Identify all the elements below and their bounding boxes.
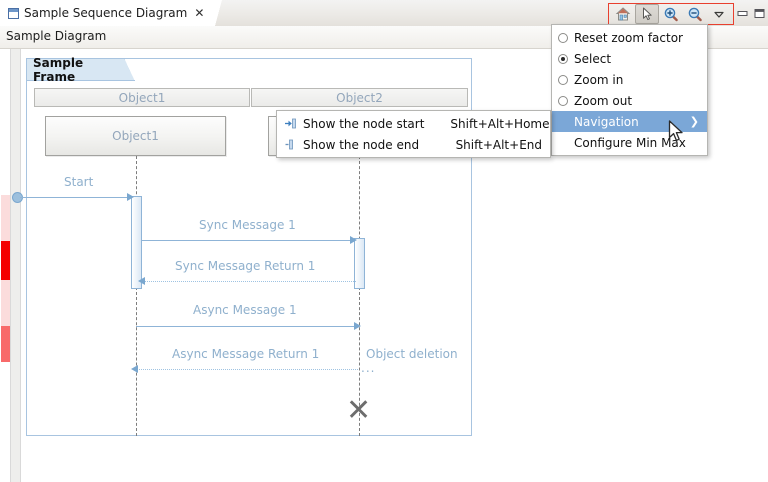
annotation-object-deletion: Object deletion bbox=[366, 347, 458, 361]
lifeline-label: Object1 bbox=[112, 129, 159, 143]
message-line-start[interactable] bbox=[20, 197, 132, 198]
menu-item-configure-min-max[interactable]: Configure Min Max bbox=[552, 132, 707, 153]
annotation-ellipsis: ... bbox=[361, 361, 376, 375]
minimize-button[interactable] bbox=[734, 3, 751, 23]
lifeline-dash-object2 bbox=[359, 156, 360, 436]
node-end-icon bbox=[283, 138, 297, 151]
select-cursor-icon[interactable] bbox=[635, 3, 659, 24]
editor-tab-strip: Sample Sequence Diagram ✕ bbox=[0, 0, 768, 27]
message-label-start: Start bbox=[64, 175, 94, 189]
menu-item-label: Select bbox=[574, 51, 612, 66]
home-icon[interactable] bbox=[611, 4, 635, 24]
error-marker[interactable] bbox=[1, 241, 10, 280]
activation-bar-object1[interactable] bbox=[131, 196, 142, 289]
ruler-gutter bbox=[11, 49, 20, 482]
menu-item-show-node-start[interactable]: Show the node start Shift+Alt+Home bbox=[277, 113, 550, 134]
menu-item-accelerator: Shift+Alt+Home bbox=[450, 116, 550, 131]
menu-item-reset-zoom-factor[interactable]: Reset zoom factor bbox=[552, 27, 707, 48]
message-arrowhead-sync-return-1 bbox=[138, 277, 145, 285]
editor-tab-sample-sequence-diagram[interactable]: Sample Sequence Diagram ✕ bbox=[0, 0, 225, 26]
zoom-in-icon[interactable] bbox=[659, 4, 683, 24]
diagram-file-icon bbox=[8, 7, 19, 19]
breadcrumb: Sample Diagram bbox=[6, 29, 107, 43]
menu-item-label: Navigation bbox=[574, 114, 639, 129]
column-header-object2[interactable]: Object2 bbox=[251, 88, 468, 107]
menu-item-label: Zoom out bbox=[574, 93, 633, 108]
menu-item-label: Configure Min Max bbox=[574, 135, 686, 150]
lifeline-head-object1[interactable]: Object1 bbox=[45, 116, 226, 156]
message-label-async-return-1: Async Message Return 1 bbox=[172, 347, 320, 361]
menu-item-accelerator: Shift+Alt+End bbox=[455, 137, 542, 152]
view-dropdown-menu[interactable]: Reset zoom factor Select Zoom in Zoom ou… bbox=[551, 24, 708, 156]
message-line-async-return-1[interactable] bbox=[136, 369, 358, 370]
editor-tab-label: Sample Sequence Diagram bbox=[24, 6, 188, 20]
radio-icon bbox=[558, 32, 568, 43]
column-header-object1[interactable]: Object1 bbox=[34, 88, 250, 107]
menu-item-label: Zoom in bbox=[574, 72, 624, 87]
menu-item-label: Reset zoom factor bbox=[574, 30, 683, 45]
ruler-edge-divider bbox=[20, 49, 21, 482]
zoom-toolbar-group-highlight bbox=[608, 2, 734, 25]
radio-icon bbox=[558, 95, 568, 106]
chevron-right-icon: ❯ bbox=[689, 115, 699, 128]
message-label-sync-return-1: Sync Message Return 1 bbox=[175, 259, 316, 273]
lifeline-dash-object1 bbox=[136, 156, 137, 436]
frame-label: Sample Frame bbox=[33, 55, 84, 84]
menu-item-show-node-end[interactable]: Show the node end Shift+Alt+End bbox=[277, 134, 550, 155]
column-header-label: Object1 bbox=[118, 90, 166, 105]
close-icon[interactable]: ✕ bbox=[194, 6, 205, 20]
zoom-out-icon[interactable] bbox=[683, 4, 707, 24]
view-menu-chevron-icon[interactable] bbox=[707, 4, 731, 24]
radio-icon bbox=[558, 74, 568, 85]
marker-ruler[interactable] bbox=[0, 49, 11, 482]
editor-toolbar bbox=[608, 0, 768, 26]
message-arrowhead-async-1 bbox=[354, 322, 361, 330]
message-line-async-1[interactable] bbox=[136, 326, 358, 327]
maximize-button[interactable] bbox=[751, 3, 768, 23]
message-label-async-1: Async Message 1 bbox=[193, 303, 297, 317]
radio-icon-checked bbox=[558, 53, 568, 64]
menu-item-zoom-out[interactable]: Zoom out bbox=[552, 90, 707, 111]
menu-item-label: Show the node end bbox=[303, 137, 420, 152]
warning-marker[interactable] bbox=[1, 326, 10, 362]
frame-label-tag: Sample Frame bbox=[27, 55, 135, 84]
menu-item-zoom-in[interactable]: Zoom in bbox=[552, 69, 707, 90]
menu-item-select[interactable]: Select bbox=[552, 48, 707, 69]
message-line-sync-1[interactable] bbox=[142, 240, 354, 241]
activation-bar-object2[interactable] bbox=[354, 238, 365, 289]
message-arrowhead-sync-1 bbox=[350, 236, 357, 244]
navigation-submenu[interactable]: Show the node start Shift+Alt+Home Show … bbox=[276, 110, 551, 158]
mouse-cursor bbox=[668, 120, 686, 144]
destruction-x-icon: ✕ bbox=[346, 393, 372, 428]
column-header-label: Object2 bbox=[336, 90, 383, 105]
message-arrowhead-async-return-1 bbox=[131, 365, 138, 373]
message-label-sync-1: Sync Message 1 bbox=[199, 218, 296, 232]
message-arrowhead-start bbox=[127, 193, 134, 201]
node-start-icon bbox=[283, 117, 297, 130]
menu-item-label: Show the node start bbox=[303, 116, 425, 131]
message-line-sync-return-1[interactable] bbox=[144, 281, 356, 282]
menu-item-navigation[interactable]: Navigation ❯ bbox=[552, 111, 707, 132]
